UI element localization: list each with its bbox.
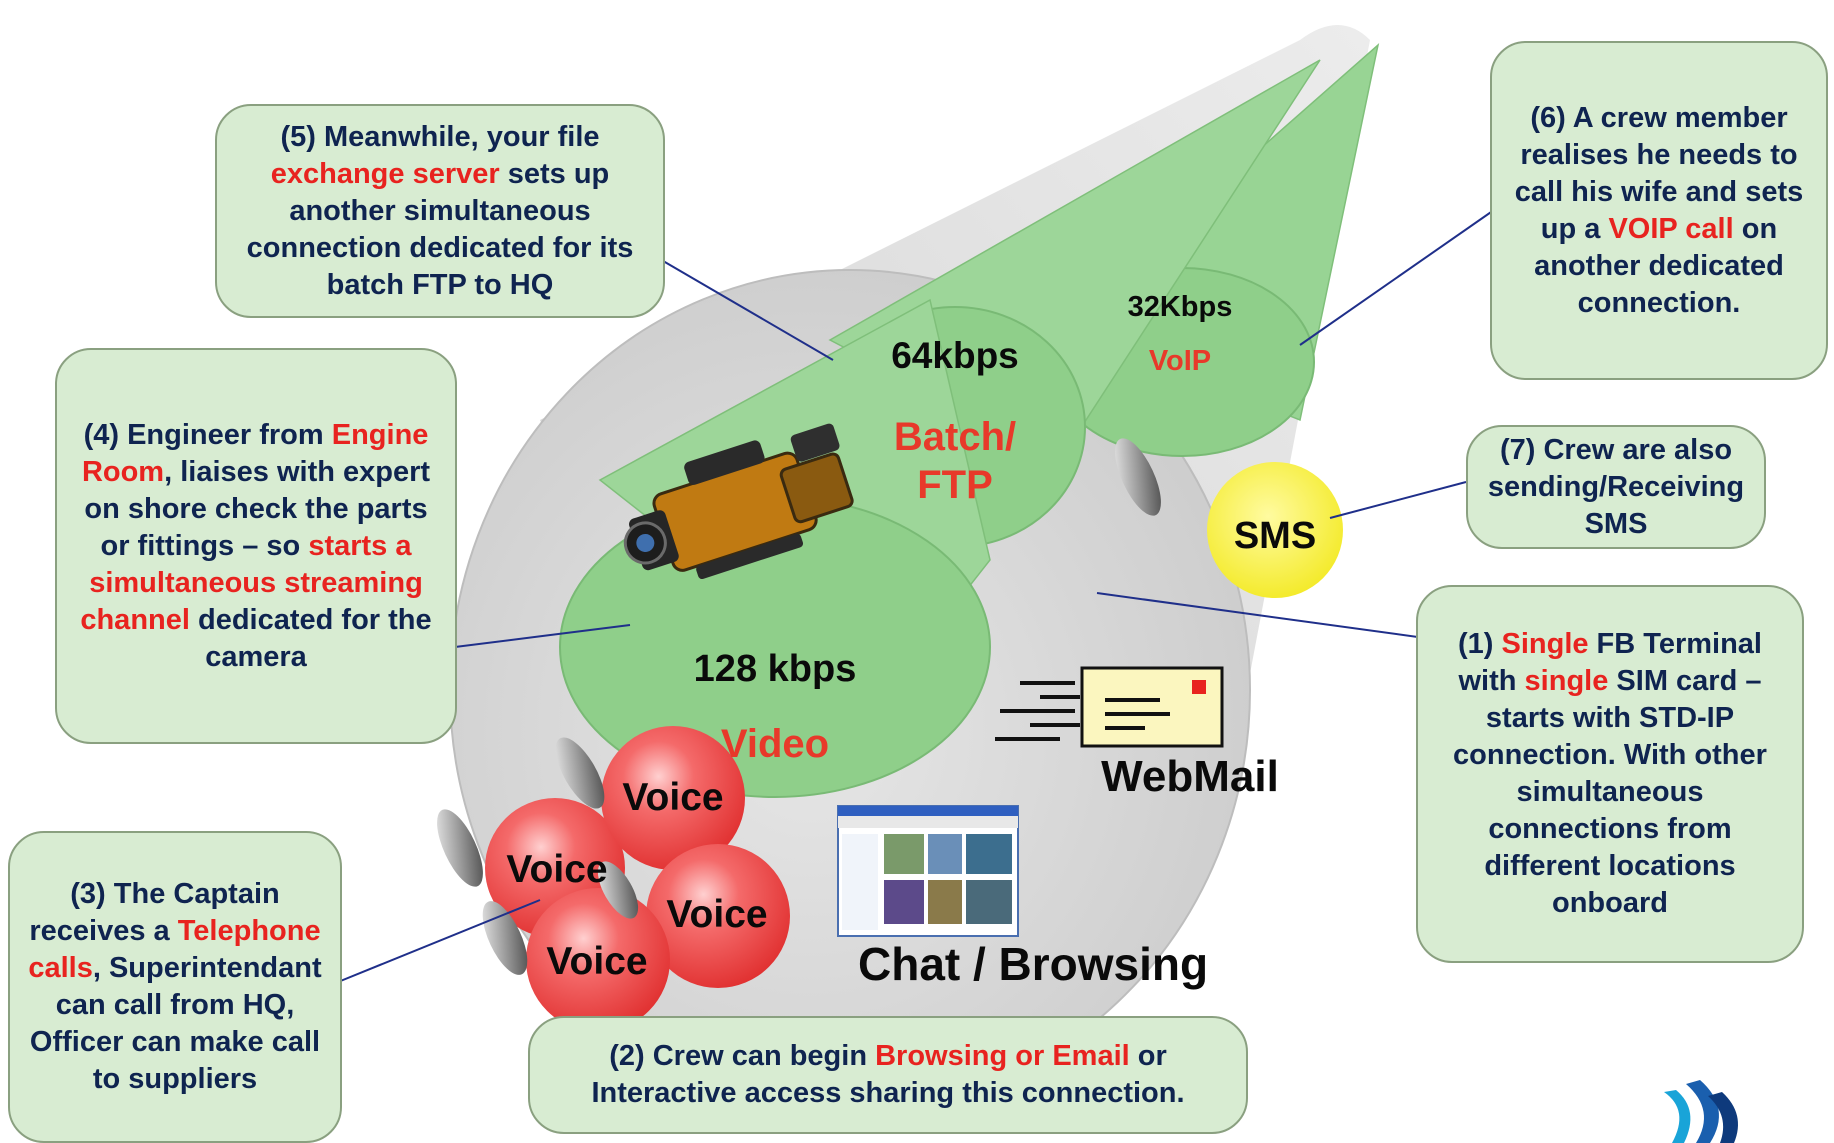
callout-text-segment: on another dedicated connection. (1534, 212, 1784, 319)
callout-browsing-email: (2) Crew can begin Browsing or Email or … (528, 1016, 1248, 1134)
callout-text-segment: (6) A crew member realises he needs to c… (1514, 101, 1804, 245)
envelope-icon (995, 666, 1224, 748)
video-speed-label: 128 kbps (693, 648, 857, 690)
callout-text-segment: (5) Meanwhile, your file (280, 120, 600, 153)
chat-browsing-label: Chat / Browsing (858, 938, 1209, 990)
highlight-text: Single (1501, 628, 1589, 660)
webmail-label: WebMail (1101, 752, 1279, 801)
callout-text-segment: FB Terminal with (1458, 628, 1763, 697)
voice-label: Voice (622, 776, 724, 819)
highlight-text: exchange server (270, 157, 500, 190)
callout-text-segment: or Interactive access sharing this conne… (591, 1040, 1185, 1109)
callout-text: (3) The Captain receives a Telephone cal… (28, 876, 322, 1098)
voice-bubbles (485, 726, 790, 1032)
callout-text: (1) Single FB Terminal with single SIM c… (1436, 626, 1784, 922)
highlight-text: Browsing or Email (875, 1040, 1130, 1072)
batch-name-label: Batch/ FTP (893, 415, 1017, 507)
callout-text-segment: sets up another simultaneous connection … (246, 157, 634, 301)
callout-text-segment: (1) (1457, 628, 1502, 660)
voice-label: Voice (546, 940, 648, 983)
callout-text-segment: SIM card – starts with STD-IP connection… (1453, 665, 1767, 919)
voice-label: Voice (506, 848, 608, 891)
callout-text-segment: (7) Crew are also sending/Receiving SMS (1487, 433, 1745, 540)
callout-text: (7) Crew are also sending/Receiving SMS (1486, 432, 1746, 543)
callout-sms: (7) Crew are also sending/Receiving SMS (1466, 425, 1766, 549)
batch-speed-label: 64kbps (891, 335, 1019, 376)
highlight-text: Engine Room (81, 418, 429, 488)
highlight-text: starts a simultaneous streaming channel (80, 529, 423, 636)
callout-text-segment: (3) The Captain receives a (29, 878, 280, 947)
callout-single-terminal: (1) Single FB Terminal with single SIM c… (1416, 585, 1804, 963)
callout-text-segment: (4) Engineer from (83, 418, 332, 451)
callout-text-segment: , Superintendant can call from HQ, Offic… (29, 952, 322, 1095)
callout-batch-ftp: (5) Meanwhile, your file exchange server… (215, 104, 665, 318)
leader-lines (337, 209, 1495, 983)
sms-bubble (1207, 462, 1343, 598)
callout-text-segment: dedicated for the camera (189, 603, 432, 673)
callout-text-segment: , liaises with expert on shore check the… (84, 455, 431, 562)
callout-text: (4) Engineer from Engine Room, liaises w… (75, 417, 437, 676)
callout-text-segment: (2) Crew can begin (609, 1040, 876, 1072)
callout-video-stream: (4) Engineer from Engine Room, liaises w… (55, 348, 457, 744)
company-logo-icon (1664, 1080, 1738, 1143)
callout-telephone-calls: (3) The Captain receives a Telephone cal… (8, 831, 342, 1143)
callout-text: (6) A crew member realises he needs to c… (1510, 100, 1808, 322)
video-camera-icon (623, 423, 854, 580)
sms-label: SMS (1233, 515, 1317, 557)
highlight-text: Telephone calls (28, 915, 321, 984)
highlight-text: single (1524, 665, 1609, 697)
callout-voip: (6) A crew member realises he needs to c… (1490, 41, 1828, 380)
voice-label: Voice (666, 893, 768, 936)
highlight-text: VOIP call (1608, 212, 1734, 245)
video-name-label: Video (720, 722, 830, 766)
voip-name-label: VoIP (1148, 345, 1212, 377)
voip-speed-label: 32Kbps (1127, 291, 1233, 323)
callout-text: (5) Meanwhile, your file exchange server… (235, 119, 645, 304)
browser-screenshot-icon (837, 805, 1019, 937)
callout-text: (2) Crew can begin Browsing or Email or … (548, 1038, 1228, 1112)
